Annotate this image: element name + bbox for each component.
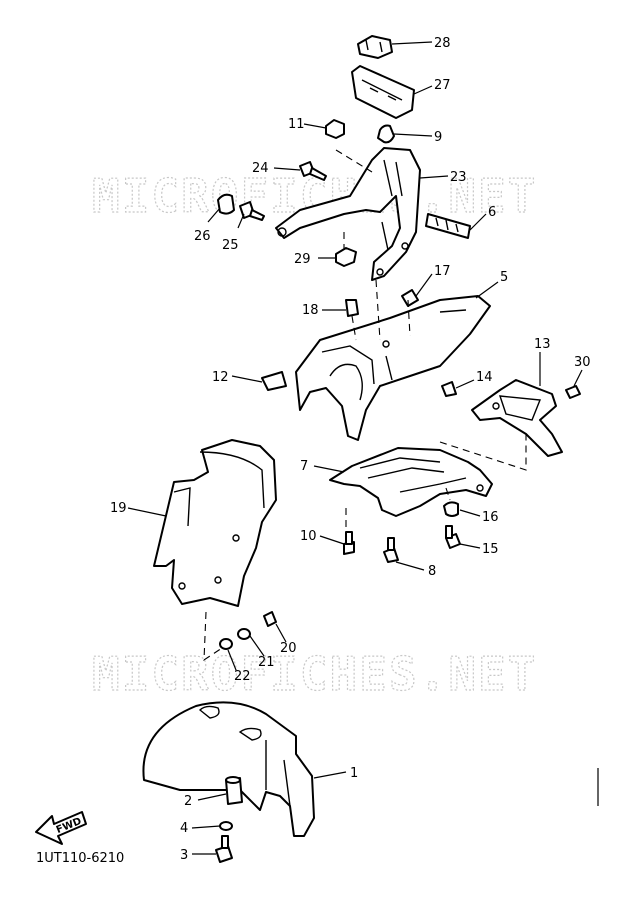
callout-29[interactable]: 29 xyxy=(294,252,311,267)
callout-3[interactable]: 3 xyxy=(180,848,188,863)
part-24-bolt[interactable] xyxy=(299,161,327,181)
part-3-bolt[interactable] xyxy=(215,835,233,863)
assembly-lines xyxy=(203,149,527,662)
callout-15[interactable]: 15 xyxy=(482,542,499,557)
part-14-nut[interactable] xyxy=(441,381,457,397)
callout-16[interactable]: 16 xyxy=(482,510,499,525)
callout-24[interactable]: 24 xyxy=(252,161,269,176)
callout-9[interactable]: 9 xyxy=(434,130,442,145)
part-9-grommet[interactable] xyxy=(377,124,395,144)
part-19-inner-fender[interactable] xyxy=(153,439,277,607)
part-20-bolt[interactable] xyxy=(263,611,277,627)
part-17-clip[interactable] xyxy=(401,289,419,307)
part-11-nut[interactable] xyxy=(325,119,345,139)
callout-12[interactable]: 12 xyxy=(212,370,229,385)
callout-2[interactable]: 2 xyxy=(184,794,192,809)
callout-27[interactable]: 27 xyxy=(434,78,451,93)
part-22-washer[interactable] xyxy=(219,638,233,650)
callout-8[interactable]: 8 xyxy=(428,564,436,579)
callout-11[interactable]: 11 xyxy=(288,117,305,132)
part-4-washer[interactable] xyxy=(219,821,233,831)
part-5-rear-fender[interactable] xyxy=(295,295,491,441)
part-2-collar[interactable] xyxy=(225,776,243,805)
callout-23[interactable]: 23 xyxy=(450,170,467,185)
callout-30[interactable]: 30 xyxy=(574,355,591,370)
callout-6[interactable]: 6 xyxy=(488,205,496,220)
part-25-bolt[interactable] xyxy=(239,201,265,221)
diagram-code: 1UT110-6210 xyxy=(36,851,124,866)
callout-26[interactable]: 26 xyxy=(194,229,211,244)
part-6-emblem[interactable] xyxy=(425,213,471,239)
part-27-bracket[interactable] xyxy=(351,65,415,119)
part-12-clip[interactable] xyxy=(261,371,287,391)
part-16-nut[interactable] xyxy=(443,501,459,517)
part-29-nut[interactable] xyxy=(335,247,357,267)
callout-28[interactable]: 28 xyxy=(434,36,451,51)
part-15-bolt[interactable] xyxy=(445,525,461,549)
watermark-bottom: MICROFICHES.NET xyxy=(92,647,537,701)
callout-1[interactable]: 1 xyxy=(350,766,358,781)
forward-arrow-icon: FWD xyxy=(35,811,87,845)
callout-17[interactable]: 17 xyxy=(434,264,451,279)
callout-5[interactable]: 5 xyxy=(500,270,508,285)
part-28-clip[interactable] xyxy=(357,35,393,59)
part-23-rear-stay[interactable] xyxy=(275,147,421,281)
part-26-nut[interactable] xyxy=(217,193,235,215)
callout-10[interactable]: 10 xyxy=(300,529,317,544)
leader-lines xyxy=(127,41,599,855)
part-7-splash-guard[interactable] xyxy=(329,447,493,517)
callout-7[interactable]: 7 xyxy=(300,459,308,474)
part-21-washer[interactable] xyxy=(237,628,251,640)
callout-13[interactable]: 13 xyxy=(534,337,551,352)
part-8-bolt[interactable] xyxy=(383,537,399,563)
part-18-clip[interactable] xyxy=(345,299,359,317)
part-10-bolt[interactable] xyxy=(343,531,355,555)
callout-labels: 28 27 11 9 24 23 26 25 6 29 17 5 18 13 3… xyxy=(110,36,591,863)
callout-14[interactable]: 14 xyxy=(476,370,493,385)
callout-20[interactable]: 20 xyxy=(280,641,297,656)
callout-4[interactable]: 4 xyxy=(180,821,188,836)
callout-19[interactable]: 19 xyxy=(110,501,127,516)
callout-21[interactable]: 21 xyxy=(258,655,275,670)
part-13-bracket[interactable] xyxy=(471,379,563,457)
part-1-front-fender[interactable] xyxy=(142,701,315,837)
callout-18[interactable]: 18 xyxy=(302,303,319,318)
callout-25[interactable]: 25 xyxy=(222,238,239,253)
callout-22[interactable]: 22 xyxy=(234,669,251,684)
part-30-clip[interactable] xyxy=(565,385,581,399)
